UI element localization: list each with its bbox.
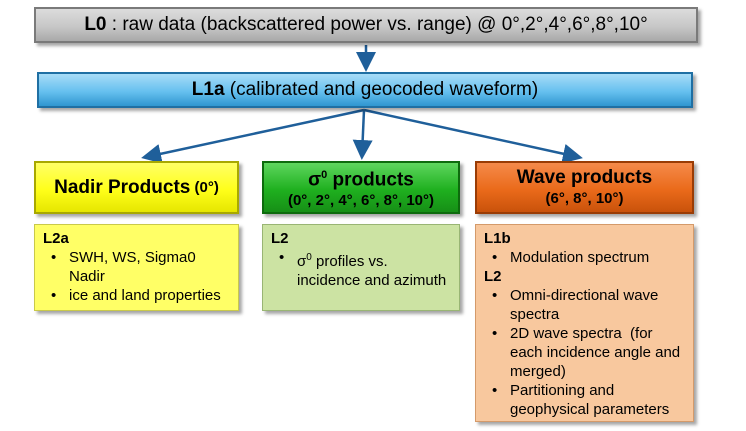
wave-l2-items-list: Omni-directional wave spectra 2D wave sp… [484,286,685,419]
wave-level2-label: L2 [484,268,502,285]
l0-description: : raw data (backscattered power vs. rang… [106,14,648,35]
sigma-superscript: 0 [321,168,328,181]
sigma-item-symbol: σ [297,253,307,270]
sigma-level-label: L2 [271,230,289,247]
wave-l1b-items-list: Modulation spectrum [484,248,685,267]
list-item: Modulation spectrum [492,248,685,267]
list-item: SWH, WS, Sigma0 Nadir [51,248,230,286]
wave-level1-label: L1b [484,230,511,247]
list-item: σ0 profiles vs. incidence and azimuth [279,248,451,290]
nadir-products-details: L2a SWH, WS, Sigma0 Nadir ice and land p… [34,224,239,311]
list-item: 2D wave spectra (for each incidence angl… [492,324,685,381]
sigma-title-text: products [327,169,414,191]
wave-title: Wave products [516,166,653,188]
list-item: Omni-directional wave spectra [492,286,685,324]
sigma-title: σ0 products [308,164,414,191]
wave-products-header: Wave products (6°, 8°, 10°) [475,161,694,214]
sigma0-products-header: σ0 products (0°, 2°, 4°, 6°, 8°, 10°) [262,161,460,214]
l1a-waveform-box: L1a (calibrated and geocoded waveform) [37,72,693,108]
l1a-level-label: L1a [191,79,225,100]
sigma-symbol: σ [308,169,322,191]
arrow-l1a-to-wave [363,108,583,164]
l0-raw-data-box: L0 : raw data (backscattered power vs. r… [34,7,698,43]
nadir-items-list: SWH, WS, Sigma0 Nadir ice and land prope… [43,248,230,305]
arrow-l1a-to-nadir [141,108,365,164]
list-item: ice and land properties [51,286,230,305]
nadir-level-label: L2a [43,230,69,247]
sigma0-products-details: L2 σ0 profiles vs. incidence and azimuth [262,224,460,311]
sigma-item-text: profiles vs. incidence and azimuth [297,253,447,289]
list-item: Partitioning and geophysical parameters [492,381,685,419]
sigma-subtitle: (0°, 2°, 4°, 6°, 8°, 10°) [287,192,435,210]
sigma-items-list: σ0 profiles vs. incidence and azimuth [271,248,451,290]
l1a-description: (calibrated and geocoded waveform) [224,79,539,100]
wave-subtitle: (6°, 8°, 10°) [545,189,624,207]
nadir-products-header: Nadir Products (0°) [34,161,239,214]
arrow-l1a-to-sigma [352,109,373,160]
l0-level-label: L0 [84,14,107,35]
wave-products-details: L1b Modulation spectrum L2 Omni-directio… [475,224,694,422]
nadir-subtitle: (0°) [190,178,219,196]
sigma-item-superscript: 0 [306,252,312,263]
nadir-title: Nadir Products [54,176,191,198]
